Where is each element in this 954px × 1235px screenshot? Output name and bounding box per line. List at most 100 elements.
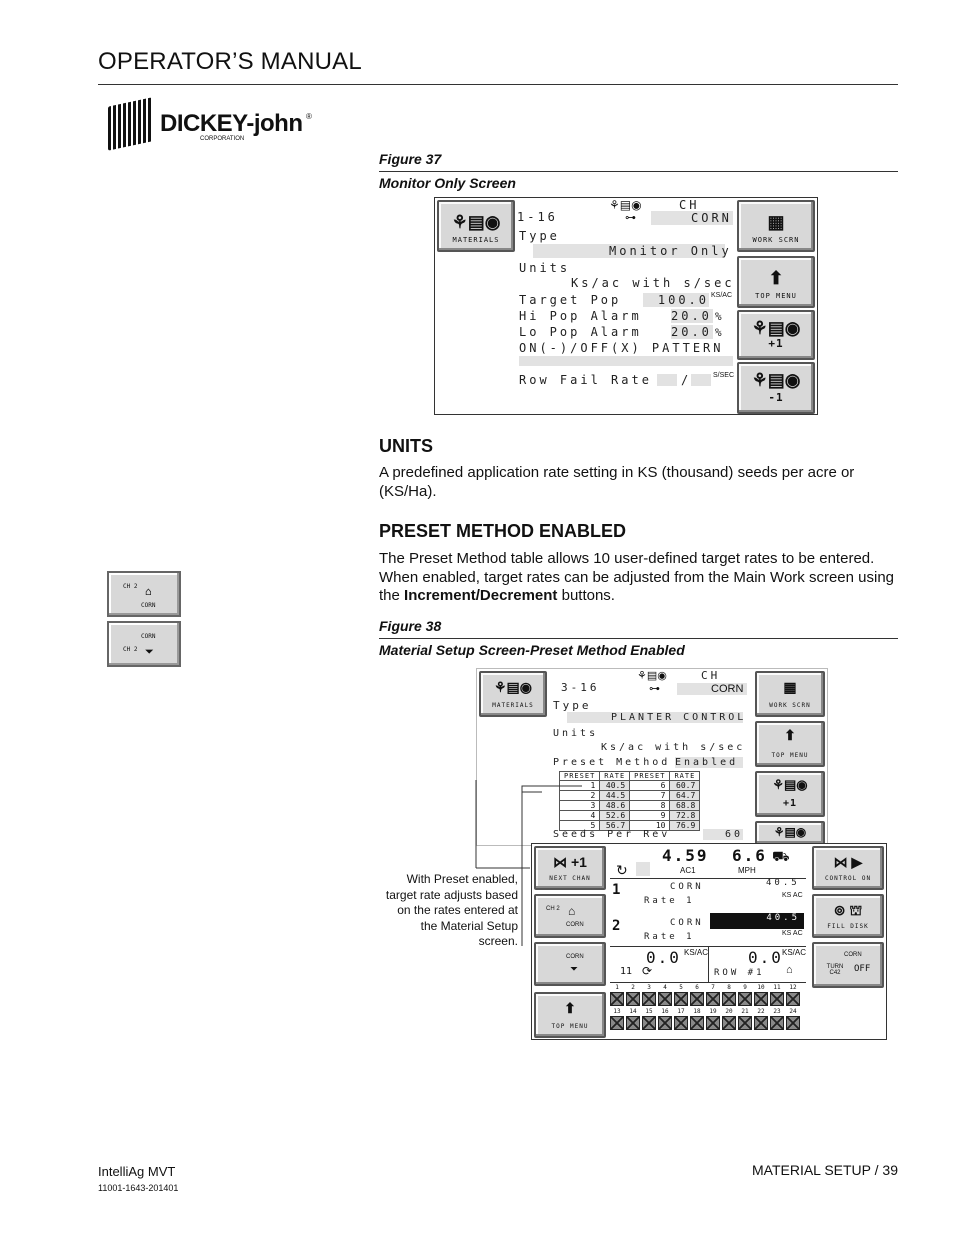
row-status-cell: [786, 1016, 800, 1030]
rotation-icon: ↻: [616, 862, 628, 878]
row-status-cell: [706, 1016, 720, 1030]
setup-crop-value: CORN: [677, 683, 747, 695]
setup-type-value[interactable]: PLANTER CONTROL: [567, 712, 743, 723]
setup-units-value[interactable]: Ks/ac with s/sec: [601, 742, 746, 753]
row-number: 15: [645, 1008, 653, 1015]
setup-units-label: Units: [553, 728, 599, 739]
setup-key-icon: ⊶: [649, 683, 660, 695]
status-box: [636, 862, 650, 876]
row-number: 21: [741, 1008, 749, 1015]
hi-pop-alarm-label: Hi Pop Alarm: [519, 309, 642, 323]
figure-37-number: Figure 37: [379, 151, 442, 167]
channel-1-number: 1: [612, 882, 621, 898]
setup-materials-softkey[interactable]: ⚘▤◉ MATERIALS: [479, 671, 547, 717]
cycle-icon: ⟳: [642, 964, 653, 978]
channel-2-crop: CORN: [670, 918, 704, 928]
units-label: Units: [519, 261, 571, 275]
setup-work-screen-softkey[interactable]: ▦ WORK SCRN: [755, 671, 825, 717]
row-status-cell: [690, 1016, 704, 1030]
lo-pop-alarm-label: Lo Pop Alarm: [519, 325, 642, 339]
row-value: 0.0: [748, 948, 783, 967]
row-number: 11: [773, 984, 781, 991]
row-number: 5: [679, 984, 683, 991]
row-status-cell: [786, 992, 800, 1006]
material-icon: ⚘▤◉: [609, 198, 642, 212]
preset-rate-cell[interactable]: 76.9: [669, 820, 701, 831]
channel-2-number: 2: [612, 918, 621, 934]
setup-channel-label: CH: [701, 669, 721, 682]
header-divider: [98, 84, 898, 85]
hi-pop-unit: %: [715, 310, 725, 323]
figure-37-rule: [379, 171, 898, 172]
hi-pop-alarm-value[interactable]: 20.0: [671, 309, 713, 323]
type-value[interactable]: Monitor Only: [533, 244, 729, 258]
preset-rate-cell[interactable]: 60.7: [669, 780, 701, 791]
tractor-icon: ⛟: [772, 848, 790, 864]
house-minus-icon: ⏷: [145, 645, 154, 658]
preset-rate-cell[interactable]: 64.7: [669, 790, 701, 801]
row-number: 7: [711, 984, 715, 991]
crop-value: CORN: [651, 211, 733, 225]
row-fail-field-1[interactable]: [657, 374, 677, 386]
ch2-decrement-softkey[interactable]: CORN ⏷: [534, 942, 606, 986]
work-divider-bottom: [610, 982, 806, 983]
main-work-screen: ⋈ +1 NEXT CHAN CH 2 ⌂ CORN CORN ⏷ ⬆ TOP …: [531, 843, 887, 1040]
row-status-cell: [770, 1016, 784, 1030]
channel-2-rate-highlight[interactable]: 40.5: [710, 913, 804, 929]
row-number: 24: [789, 1008, 797, 1015]
work-screen-softkey[interactable]: ▦ WORK SCRN: [737, 200, 815, 252]
preset-rate-cell[interactable]: 68.8: [669, 800, 701, 811]
row-status-cell: [754, 992, 768, 1006]
materials-softkey[interactable]: ⚘▤◉ MATERIALS: [437, 200, 515, 252]
work-divider-top: [610, 878, 806, 879]
decrement-softkey[interactable]: ⚘▤◉ -1: [737, 362, 815, 414]
target-pop-value[interactable]: 100.0: [643, 293, 709, 307]
lo-pop-unit: %: [715, 326, 725, 339]
fill-disk-softkey[interactable]: ⊚ ⛫ FILL DISK: [812, 894, 884, 938]
channel-2-rate-label: Rate 1: [644, 932, 695, 942]
monitor-grid-icon: ▦: [767, 212, 785, 232]
ch2-decrement-button[interactable]: CORN CH 2 ⏷: [107, 621, 181, 667]
preset-number-cell: 5: [558, 820, 601, 831]
row-number: 10: [757, 984, 765, 991]
setup-top-menu-softkey[interactable]: ⬆ TOP MENU: [755, 721, 825, 767]
pattern-field[interactable]: [519, 356, 733, 366]
top-menu-softkey[interactable]: ⬆ TOP MENU: [737, 256, 815, 308]
control-on-softkey[interactable]: ⋈ ▶ CONTROL ON: [812, 846, 884, 890]
row-number: 3: [647, 984, 651, 991]
row-status-cell: [738, 1016, 752, 1030]
work-top-menu-softkey[interactable]: ⬆ TOP MENU: [534, 992, 606, 1038]
setup-increment-softkey[interactable]: ⚘▤◉ +1: [755, 771, 825, 817]
row-fail-field-2[interactable]: [691, 374, 711, 386]
figure-38-number: Figure 38: [379, 618, 442, 634]
dickey-john-logo: DICKEY-john CORPORATION ®: [108, 97, 318, 151]
row-status-cell: [658, 1016, 672, 1030]
preset-method-value[interactable]: Enabled: [675, 757, 743, 768]
increment-softkey[interactable]: ⚘▤◉ +1: [737, 310, 815, 360]
house-plus-icon: ⌂: [568, 904, 576, 918]
row-number: 13: [613, 1008, 621, 1015]
figure-37-caption: Monitor Only Screen: [379, 175, 516, 191]
footer-product: IntelliAg MVT: [98, 1164, 176, 1179]
ch2-increment-button[interactable]: CH 2 ⌂ CORN: [107, 571, 181, 617]
setup-decrement-softkey[interactable]: ⚘▤◉: [755, 821, 825, 845]
arrow-up-icon: ⬆: [784, 727, 796, 743]
next-channel-softkey[interactable]: ⋈ +1 NEXT CHAN: [534, 846, 606, 890]
turn-off-softkey[interactable]: CORN TURN C42 OFF: [812, 942, 884, 988]
preset-rate-cell[interactable]: 72.8: [669, 810, 701, 821]
lo-pop-alarm-value[interactable]: 20.0: [671, 325, 713, 339]
row-status-cell: [722, 1016, 736, 1030]
speed-unit: MPH: [738, 866, 756, 875]
row-status-cell: [626, 992, 640, 1006]
row-number: 22: [757, 1008, 765, 1015]
units-value[interactable]: Ks/ac with s/sec: [571, 276, 735, 290]
seeds-per-rev-value[interactable]: 60: [703, 829, 743, 840]
row-status-cell: [642, 1016, 656, 1030]
row-number: 18: [693, 1008, 701, 1015]
row-status-cell: [738, 992, 752, 1006]
row-number: 20: [725, 1008, 733, 1015]
ch2-increment-softkey[interactable]: CH 2 ⌂ CORN: [534, 894, 606, 938]
row-number: 1: [615, 984, 619, 991]
